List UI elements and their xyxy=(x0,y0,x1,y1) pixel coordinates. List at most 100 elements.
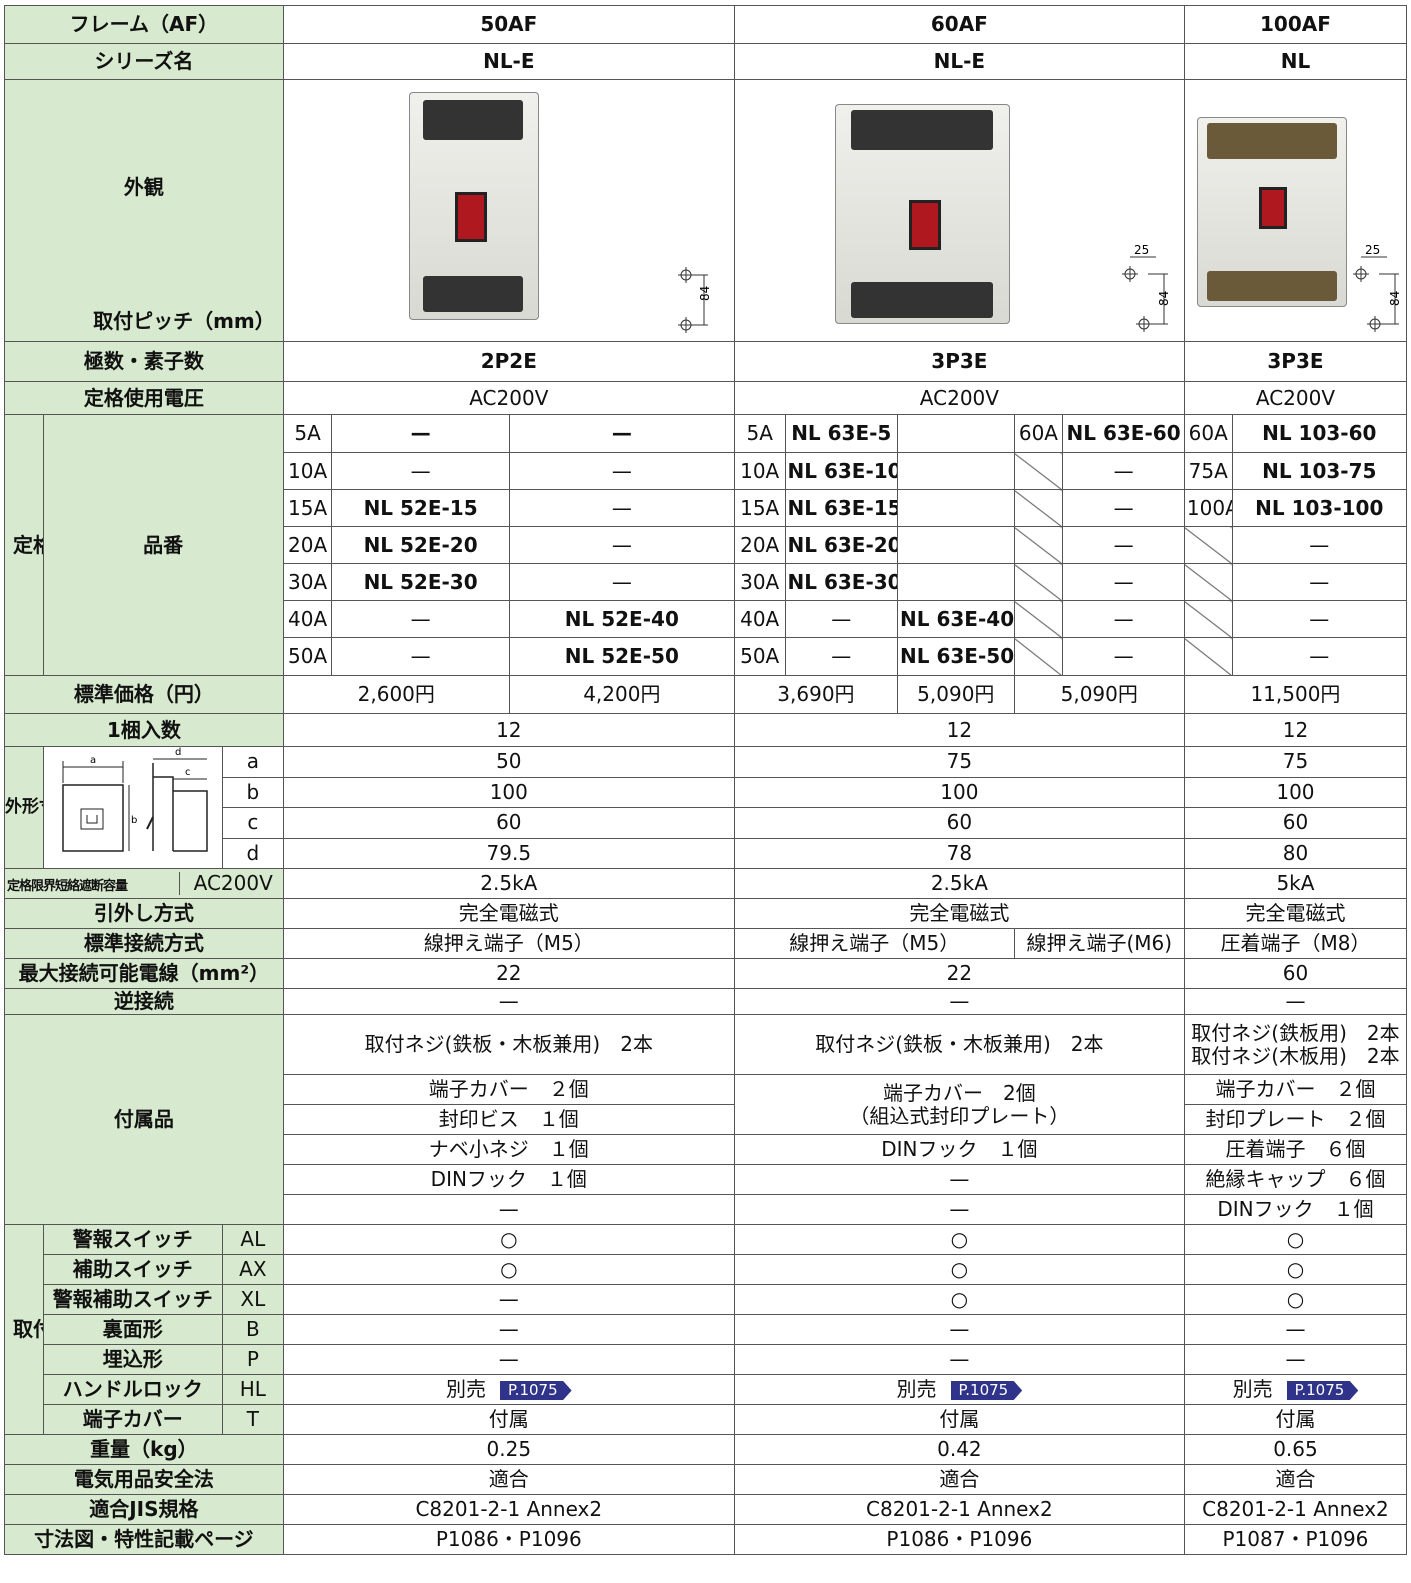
accessory-item: ナベ小ネジ １個 xyxy=(282,1134,735,1165)
amp-cell: 50A xyxy=(282,637,333,676)
device-value: — xyxy=(282,1314,735,1345)
part-cell xyxy=(897,563,1015,601)
weight-value: 0.65 xyxy=(1183,1434,1408,1465)
part-cell: — xyxy=(1231,600,1408,638)
amp-cell: 60A xyxy=(1183,414,1233,453)
safety-value: 適合 xyxy=(733,1464,1185,1495)
breaking-label: 定格限界短絡遮断容量 xyxy=(7,879,128,894)
frame-row: フレーム（AF） 50AF 60AF 100AF xyxy=(4,5,1408,44)
toggle-handle xyxy=(908,200,941,250)
accessory-item: 端子カバー ２個 xyxy=(282,1074,735,1105)
frame-60af: 60AF xyxy=(733,5,1185,44)
pack-row: 1梱入数 12 12 12 xyxy=(4,713,1408,747)
toggle-handle xyxy=(1258,187,1287,229)
device-value: — xyxy=(733,1314,1185,1345)
part-cell: — xyxy=(784,600,899,638)
part-cell: — xyxy=(1231,563,1408,601)
price-value: 11,500円 xyxy=(1183,675,1408,714)
breaking-value: 2.5kA xyxy=(282,868,735,899)
device-value: 付属 xyxy=(1183,1404,1408,1435)
part-cell: NL 52E-40 xyxy=(508,600,735,638)
dim-d-mark: d xyxy=(175,747,181,758)
amp-cell: 5A xyxy=(733,414,786,453)
device-name: 警報補助スイッチ xyxy=(42,1284,223,1315)
device-value: 付属 xyxy=(282,1404,735,1435)
safety-label: 電気用品安全法 xyxy=(4,1464,284,1495)
voltage-value: AC200V xyxy=(282,381,735,415)
current-row: 30A NL 52E-30 — 30A NL 63E-30 — — xyxy=(5,563,1408,601)
page-ref-link[interactable]: P.1075 xyxy=(499,1380,572,1401)
toggle-handle xyxy=(454,192,487,242)
max-wire-value: 22 xyxy=(282,958,735,989)
pack-value: 12 xyxy=(733,713,1185,747)
device-value: — xyxy=(1183,1344,1408,1375)
part-cell: NL 103-60 xyxy=(1231,414,1408,453)
device-name: 補助スイッチ xyxy=(42,1254,223,1285)
dims-diagram-cell: a b d c xyxy=(42,746,223,869)
accessory-item: 端子カバー 2個 （組込式封印プレート） xyxy=(733,1074,1185,1135)
appearance-row: 外観 取付ピッチ（mm） 84 25 xyxy=(4,79,1408,342)
part-cell: — xyxy=(1231,526,1408,564)
reverse-row: 逆接続 — — — xyxy=(4,988,1408,1015)
dim-value: 60 xyxy=(733,807,1185,839)
trip-row: 引外し方式 完全電磁式 完全電磁式 完全電磁式 xyxy=(4,898,1408,929)
pages-label: 寸法図・特性記載ページ xyxy=(4,1524,284,1555)
part-cell: — xyxy=(1062,600,1185,638)
empty-slash-cell xyxy=(1013,526,1064,564)
poles-label: 極数・素子数 xyxy=(4,341,284,382)
device-value: ○ xyxy=(1183,1284,1408,1315)
device-row: 警報補助スイッチ XL — ○ ○ xyxy=(5,1284,1408,1315)
pitch-84: 84 xyxy=(1157,291,1171,306)
part-cell: NL 52E-50 xyxy=(508,637,735,676)
dim-row: d 79.5 78 80 xyxy=(5,837,1408,869)
device-value: 付属 xyxy=(733,1404,1185,1435)
device-name: 端子カバー xyxy=(42,1404,223,1435)
price-label: 標準価格（円） xyxy=(4,675,284,714)
voltage-row: 定格使用電圧 AC200V AC200V AC200V xyxy=(4,381,1408,415)
amp-cell: 15A xyxy=(282,489,333,527)
part-cell xyxy=(897,414,1015,453)
dim-value: 50 xyxy=(282,746,735,778)
part-cell: — xyxy=(331,414,510,453)
part-cell: — xyxy=(508,526,735,564)
dim-value: 75 xyxy=(733,746,1185,778)
device-name: 裏面形 xyxy=(42,1314,223,1345)
accessories-label: 付属品 xyxy=(4,1014,284,1225)
attachable-label: 取付可能付属装置 xyxy=(4,1224,44,1435)
part-cell: NL 52E-15 xyxy=(331,489,510,527)
rated-current-label: 定格電流 xyxy=(4,414,44,676)
device-name: 警報スイッチ xyxy=(42,1224,223,1255)
weight-value: 0.42 xyxy=(733,1434,1185,1465)
price-value: 5,090円 xyxy=(897,675,1015,714)
pages-value: P1086・P1096 xyxy=(733,1524,1185,1555)
part-cell: — xyxy=(331,600,510,638)
part-cell: — xyxy=(508,452,735,490)
empty-slash-cell xyxy=(1183,637,1233,676)
device-row: 裏面形 B — — — xyxy=(5,1314,1408,1345)
voltage-value: AC200V xyxy=(1183,381,1408,415)
breaking-label-cell: 定格限界短絡遮断容量 AC200V xyxy=(4,868,284,899)
dim-a-mark: a xyxy=(90,755,96,766)
trip-label: 引外し方式 xyxy=(4,898,284,929)
reverse-value: — xyxy=(282,988,735,1015)
page-ref-link[interactable]: P.1075 xyxy=(1286,1380,1359,1401)
accessory-item: — xyxy=(282,1194,735,1225)
device-code: HL xyxy=(221,1374,284,1405)
amp-cell: 20A xyxy=(282,526,333,564)
safety-value: 適合 xyxy=(282,1464,735,1495)
dim-value: 75 xyxy=(1183,746,1408,778)
current-row: 定格電流 品番 5A — — 5A NL 63E-5 60A NL 63E-60… xyxy=(4,414,1408,676)
part-cell: NL 103-100 xyxy=(1231,489,1408,527)
weight-row: 重量（kg） 0.25 0.42 0.65 xyxy=(4,1434,1408,1465)
dims-label: 外形寸法(mm) xyxy=(4,746,44,869)
reverse-value: — xyxy=(733,988,1185,1015)
poles-value: 3P3E xyxy=(1183,341,1408,382)
accessory-item: 封印プレート ２個 xyxy=(1183,1104,1408,1135)
terminal-block xyxy=(422,276,523,312)
jis-value: C8201-2-1 Annex2 xyxy=(733,1494,1185,1525)
series-label: シリーズ名 xyxy=(4,43,284,80)
terminal-block xyxy=(850,282,993,318)
page-ref-link[interactable]: P.1075 xyxy=(950,1380,1023,1401)
jis-value: C8201-2-1 Annex2 xyxy=(282,1494,735,1525)
